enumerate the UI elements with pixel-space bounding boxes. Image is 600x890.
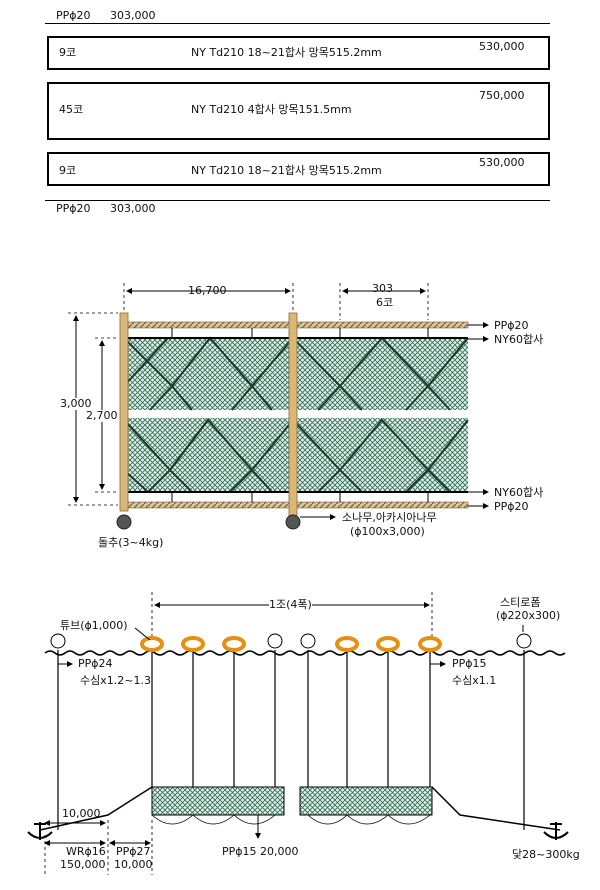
divider-bottom (45, 200, 550, 201)
pole-middle (288, 312, 298, 519)
dim-mesh-count-label: 6코 (376, 296, 394, 309)
right-rope-label: PPϕ15 (452, 657, 487, 670)
wire-len-label: 150,000 (60, 858, 106, 871)
anchor-line-len-label: 10,000 (62, 807, 101, 820)
bottom-line-callout: NY60합사 (494, 486, 544, 499)
top-rope-label: PPϕ20 (56, 9, 91, 22)
unit-label: 1조(4폭) (269, 598, 312, 611)
left-depth-label: 수심x1.2~1.3 (80, 674, 151, 687)
sinker-left-icon (116, 514, 132, 530)
dim-height-total-label: 3,000 (60, 397, 92, 410)
styrofoam-size-label: (ϕ220x300) (496, 609, 561, 622)
spec-row-2-spec: NY Td210 4합사 망목151.5mm (191, 103, 352, 116)
bottom-rope-value: 303,000 (110, 202, 156, 215)
spec-row-2-price: 750,000 (479, 89, 525, 102)
spec-row-1-spec: NY Td210 18~21합사 망목515.2mm (191, 46, 382, 59)
anchor-weight-label: 닻28~300kg (512, 848, 580, 861)
spec-row-2: 45코 NY Td210 4합사 망목151.5mm 750,000 (47, 82, 550, 140)
pole-size-label: (ϕ100x3,000) (350, 525, 425, 538)
top-rope-callout: PPϕ20 (494, 319, 529, 332)
styrofoam-label: 스티로폼 (500, 596, 541, 609)
net-panel-upper (124, 338, 468, 410)
spec-row-1-count: 9코 (59, 46, 77, 59)
pp27-len-label: 10,000 (114, 858, 153, 871)
anchor-right-icon (543, 822, 569, 840)
left-rope-label: PPϕ24 (78, 657, 113, 670)
spec-row-3-price: 530,000 (479, 156, 525, 169)
top-rope-value: 303,000 (110, 9, 156, 22)
net-panel-lower (124, 418, 468, 492)
right-depth-label: 수심x1.1 (452, 674, 497, 687)
pole-material-label: 소나무,아카시아나무 (342, 511, 437, 524)
spec-row-1: 9코 NY Td210 18~21합사 망목515.2mm 530,000 (47, 36, 550, 70)
pp27-label: PPϕ27 (116, 845, 151, 858)
sinker-label: 돌추(3~4kg) (98, 536, 164, 549)
bottom-rope (123, 501, 469, 509)
top-line-callout: NY60합사 (494, 333, 544, 346)
bottom-rope-label-deploy: PPϕ15 20,000 (222, 845, 299, 858)
tube-floats (140, 636, 442, 652)
divider-top (45, 23, 550, 24)
wire-label: WRϕ16 (66, 845, 106, 858)
bottom-net-left (151, 786, 285, 816)
dim-height-net-label: 2,700 (86, 409, 118, 422)
spec-row-1-price: 530,000 (479, 40, 525, 53)
pole-left (119, 312, 129, 512)
tube-label: 튜브(ϕ1,000) (60, 619, 128, 632)
top-rope (123, 321, 469, 329)
large-mesh-lines (123, 336, 469, 493)
water-surface (44, 650, 566, 656)
styrofoam-floats (50, 633, 532, 649)
spec-row-3: 9코 NY Td210 18~21합사 망목515.2mm 530,000 (47, 152, 550, 186)
bottom-rope-callout: PPϕ20 (494, 500, 529, 513)
anchor-left-icon (27, 822, 53, 840)
bottom-net-right (299, 786, 433, 816)
spec-row-3-spec: NY Td210 18~21합사 망목515.2mm (191, 164, 382, 177)
dim-mesh-label: 303 (372, 282, 393, 295)
spec-row-2-count: 45코 (59, 103, 84, 116)
bottom-rope-label: PPϕ20 (56, 202, 91, 215)
dim-span-label: 16,700 (188, 284, 227, 297)
sinker-middle-icon (285, 514, 301, 530)
spec-row-3-count: 9코 (59, 164, 77, 177)
